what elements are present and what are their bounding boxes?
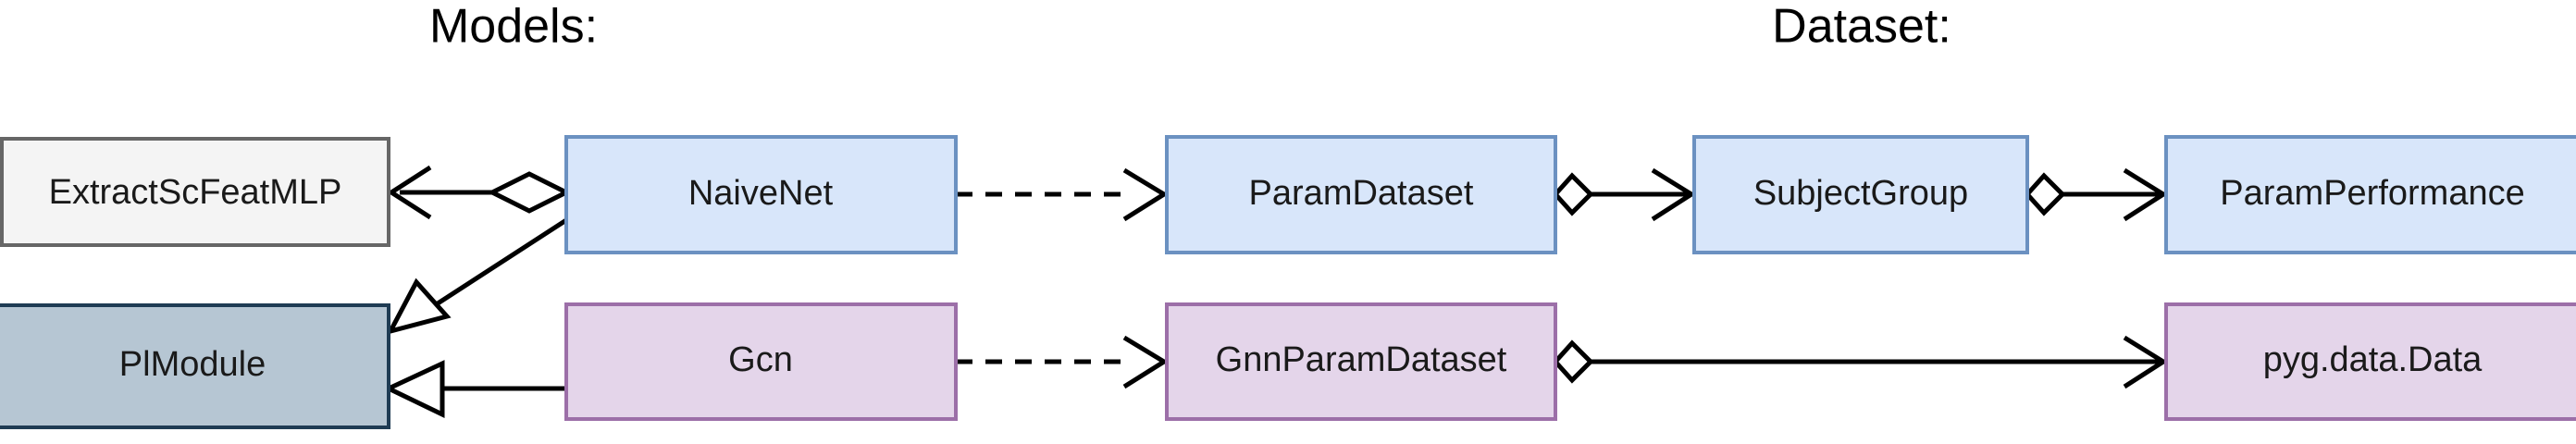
edge-paramdataset-aggregates-subjectgroup bbox=[1552, 167, 1696, 222]
edge-gcn-inherits-plmodule bbox=[383, 360, 566, 418]
hollow-triangle-icon bbox=[386, 278, 452, 335]
node-label: ParamPerformance bbox=[2220, 174, 2524, 213]
node-box[interactable] bbox=[1165, 135, 1557, 254]
open-arrow-icon bbox=[1122, 167, 1169, 222]
node-box[interactable] bbox=[1165, 302, 1557, 421]
hollow-diamond-icon bbox=[1552, 172, 1594, 216]
section-heading-dataset: Dataset: bbox=[1772, 0, 1951, 54]
node-label: pyg.data.Data bbox=[2263, 340, 2483, 379]
open-arrow-icon bbox=[2123, 335, 2168, 389]
node-extract-sc-feat-mlp[interactable]: ExtractScFeatMLP bbox=[0, 137, 390, 247]
node-box[interactable] bbox=[2164, 302, 2576, 421]
edge-naivenet-depends-paramdataset bbox=[956, 167, 1169, 222]
edge-line bbox=[433, 217, 568, 308]
edge-naivenet-aggregates-extractscfeatmlp bbox=[387, 165, 572, 220]
node-label: Gcn bbox=[728, 340, 793, 379]
node-naive-net[interactable]: NaiveNet bbox=[564, 135, 958, 254]
open-arrow-icon bbox=[1651, 167, 1696, 222]
open-arrow-icon bbox=[1122, 335, 1169, 389]
edge-subjectgroup-aggregates-paramperformance bbox=[2024, 167, 2168, 222]
node-box[interactable] bbox=[0, 303, 390, 429]
edge-gnnparamdataset-aggregates-pygdatadata bbox=[1552, 335, 2168, 389]
node-subject-group[interactable]: SubjectGroup bbox=[1692, 135, 2029, 254]
hollow-diamond-icon bbox=[2024, 172, 2066, 216]
node-gnn-param-dataset[interactable]: GnnParamDataset bbox=[1165, 302, 1557, 421]
hollow-triangle-icon bbox=[383, 360, 445, 418]
open-arrow-icon bbox=[387, 165, 432, 220]
open-arrow-icon bbox=[2123, 167, 2168, 222]
edge-naivenet-inherits-plmodule bbox=[386, 217, 568, 335]
node-label: ParamDataset bbox=[1249, 174, 1474, 213]
node-param-dataset[interactable]: ParamDataset bbox=[1165, 135, 1557, 254]
section-heading-models: Models: bbox=[429, 0, 598, 54]
node-box[interactable] bbox=[564, 302, 958, 421]
node-label: PlModule bbox=[119, 345, 266, 384]
node-param-performance[interactable]: ParamPerformance bbox=[2164, 135, 2576, 254]
node-box[interactable] bbox=[2164, 135, 2576, 254]
node-gcn[interactable]: Gcn bbox=[564, 302, 958, 421]
node-pl-module[interactable]: PlModule bbox=[0, 303, 390, 429]
node-box[interactable] bbox=[0, 137, 390, 247]
node-pyg-data-data[interactable]: pyg.data.Data bbox=[2164, 302, 2576, 421]
node-label: SubjectGroup bbox=[1753, 174, 1968, 213]
node-box[interactable] bbox=[564, 135, 958, 254]
node-label: ExtractScFeatMLP bbox=[49, 173, 342, 212]
node-label: NaiveNet bbox=[688, 174, 834, 213]
node-label: GnnParamDataset bbox=[1216, 340, 1507, 379]
hollow-diamond-icon bbox=[1552, 339, 1594, 384]
edge-gcn-depends-gnnparamdataset bbox=[956, 335, 1169, 389]
node-box[interactable] bbox=[1692, 135, 2029, 254]
hollow-diamond-icon bbox=[487, 171, 572, 214]
